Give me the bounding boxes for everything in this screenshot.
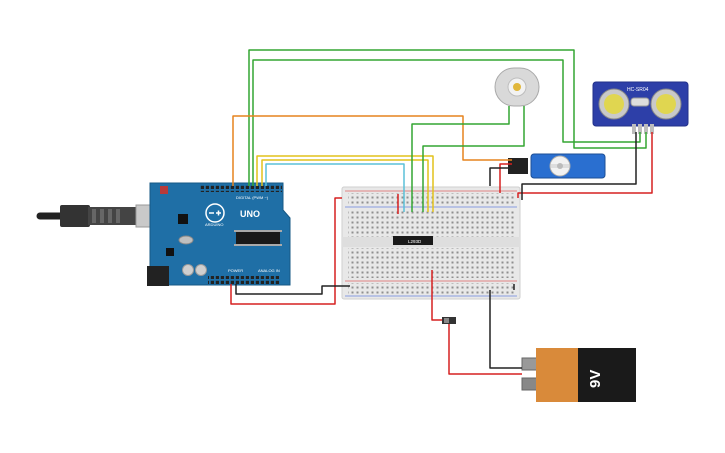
top-power-rail[interactable] (348, 193, 516, 205)
arduino-uno-board[interactable]: UNO DIGITAL (PWM ~) POWER ANALOG IN ARDU… (147, 182, 291, 286)
servo-connector (508, 158, 528, 174)
power-analog-header[interactable] (208, 276, 280, 284)
digital-pins-label: DIGITAL (PWM ~) (236, 195, 269, 200)
usb-chip (178, 214, 188, 224)
capacitor-1 (182, 264, 194, 276)
wire-red-servo[interactable] (499, 163, 512, 193)
wire-yellow-1[interactable] (256, 155, 434, 212)
wire-green-outer[interactable] (248, 49, 647, 186)
wire-black-battery[interactable] (489, 290, 522, 369)
wire-yellow-2[interactable] (261, 159, 429, 212)
slide-switch[interactable] (442, 317, 456, 324)
wire-black-sensor[interactable] (521, 132, 637, 200)
wire-green-inner[interactable] (252, 59, 641, 186)
dc-jack (147, 266, 169, 286)
driver-ic-label: L293D (408, 239, 422, 244)
crystal (178, 235, 194, 245)
usb-cable (36, 204, 169, 228)
battery-voltage-label: 9V (587, 370, 604, 388)
reset-button[interactable] (160, 186, 168, 194)
wire-red-arduino-5v[interactable] (230, 197, 342, 305)
digital-header[interactable] (200, 184, 282, 192)
wire-motor-green-1[interactable] (411, 106, 510, 212)
top-terminal-strip[interactable] (348, 211, 516, 237)
wires (230, 49, 653, 375)
power-pins-label: POWER (228, 268, 243, 273)
analog-pins-label: ANALOG IN (258, 268, 280, 273)
l293d-driver-chip[interactable]: L293D (393, 236, 433, 245)
battery-9v[interactable]: 9V (521, 348, 636, 402)
wire-red-sensor[interactable] (517, 132, 653, 198)
servo-motor[interactable] (508, 153, 606, 179)
brand-label: ARDUINO (205, 222, 223, 227)
atmega-chip (236, 232, 280, 244)
capacitor-2 (195, 264, 207, 276)
wire-motor-green-2[interactable] (422, 106, 525, 212)
regulator (166, 248, 174, 256)
wire-cyan[interactable] (265, 163, 405, 212)
ultrasonic-label: HC-SR04 (627, 87, 649, 93)
wire-black-arduino-gnd[interactable] (235, 284, 350, 295)
ultrasonic-sensor[interactable]: HC-SR04 (592, 81, 689, 134)
wire-orange[interactable] (232, 115, 512, 186)
motor-shaft (513, 83, 521, 91)
wire-black-servo[interactable] (489, 167, 512, 186)
arduino-logo-icon (205, 203, 225, 223)
wire-red-battery[interactable] (431, 270, 522, 375)
board-model-label: UNO (240, 209, 260, 219)
dc-motor[interactable] (494, 67, 540, 107)
